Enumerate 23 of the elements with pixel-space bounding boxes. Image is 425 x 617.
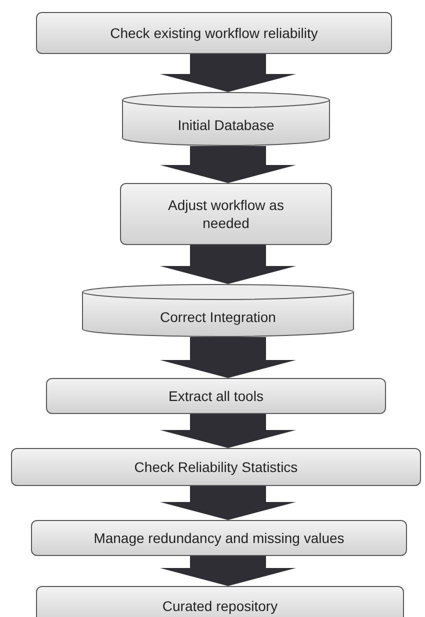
- database-cylinder: [122, 92, 330, 146]
- box-label: Check existing workflow reliability: [110, 24, 318, 42]
- block-arrow: [160, 245, 296, 284]
- box-label: Adjust workflow as needed: [167, 196, 285, 232]
- process-box: [11, 448, 421, 486]
- box-label: Curated repository: [162, 597, 278, 615]
- database-cylinder: [82, 284, 354, 337]
- block-arrow: [160, 486, 296, 520]
- process-box: [46, 378, 386, 414]
- process-box: [36, 12, 392, 54]
- process-box: [120, 183, 332, 245]
- block-arrow: [160, 54, 296, 92]
- process-box: [36, 586, 404, 617]
- box-label: Manage redundancy and missing values: [94, 529, 344, 547]
- box-label: Initial Database: [178, 116, 274, 134]
- block-arrow: [160, 337, 296, 378]
- box-label: Check Reliability Statistics: [134, 458, 298, 476]
- block-arrow: [160, 146, 296, 183]
- process-box: [31, 520, 407, 556]
- box-label: Correct Integration: [160, 308, 276, 326]
- box-label: Extract all tools: [168, 387, 264, 405]
- block-arrow: [160, 414, 296, 448]
- block-arrow: [160, 556, 296, 586]
